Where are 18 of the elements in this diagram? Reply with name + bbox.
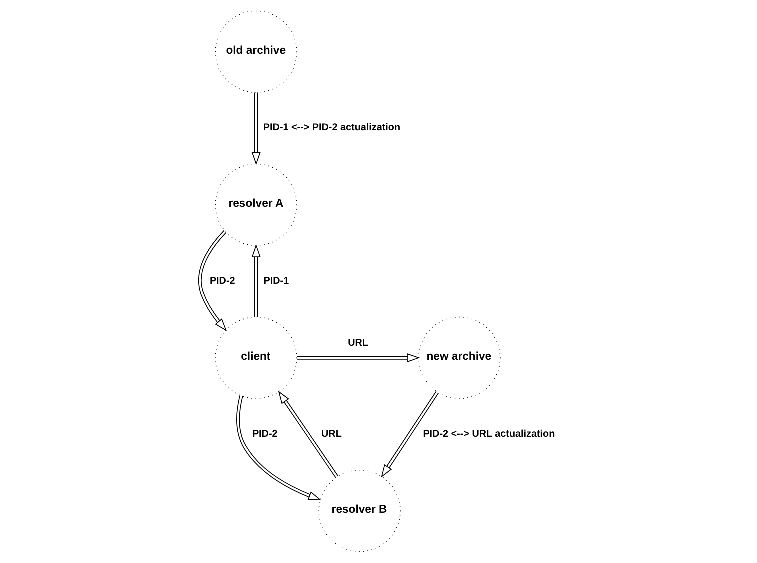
edge-label: URL [348,338,368,349]
node-circle: old archive [214,10,297,94]
edge-label: PID-1 [263,276,289,287]
arrow [251,244,260,318]
edge-label: URL [321,428,342,440]
node-circle: resolver A [214,164,297,246]
arrow [278,390,338,478]
node-circle: new archive [418,316,500,400]
edge-label: PID-1 <--> PID-2 actualization [262,122,400,134]
arrow [296,353,420,363]
edge-label: PID-2 <--> URL actualization [422,428,555,440]
arrow [251,92,260,166]
edge-label: PID-2 [252,428,278,440]
edge-label: PID-2 [209,276,235,287]
arrow [236,395,322,500]
node-circle: resolver B [318,470,400,552]
arrow [198,230,227,332]
arrow [380,391,439,478]
